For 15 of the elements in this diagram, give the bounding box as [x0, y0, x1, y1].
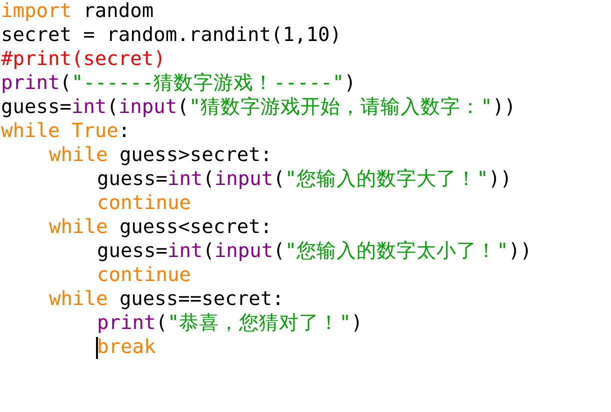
code-line: secret = random.randint(1,10): [1, 23, 342, 47]
code-line: continue: [97, 191, 191, 215]
code-line: while guess>secret:: [49, 143, 272, 167]
code-line: guess=int(input("猜数字游戏开始，请输入数字：")): [1, 95, 516, 119]
code-line: import random: [1, 0, 154, 23]
code-line: continue: [97, 263, 191, 287]
code-line: while guess==secret:: [49, 287, 284, 311]
code-line: #print(secret): [1, 47, 166, 71]
code-line: while True:: [1, 119, 130, 143]
code-line: while guess<secret:: [49, 215, 272, 239]
code-line: guess=int(input("您输入的数字太小了！")): [97, 239, 532, 263]
code-line: print("恭喜，您猜对了！"): [97, 311, 363, 335]
code-line: break: [97, 335, 156, 359]
code-line: print("------猜数字游戏！-----"): [1, 71, 356, 95]
code-line: guess=int(input("您输入的数字大了！")): [97, 167, 512, 191]
